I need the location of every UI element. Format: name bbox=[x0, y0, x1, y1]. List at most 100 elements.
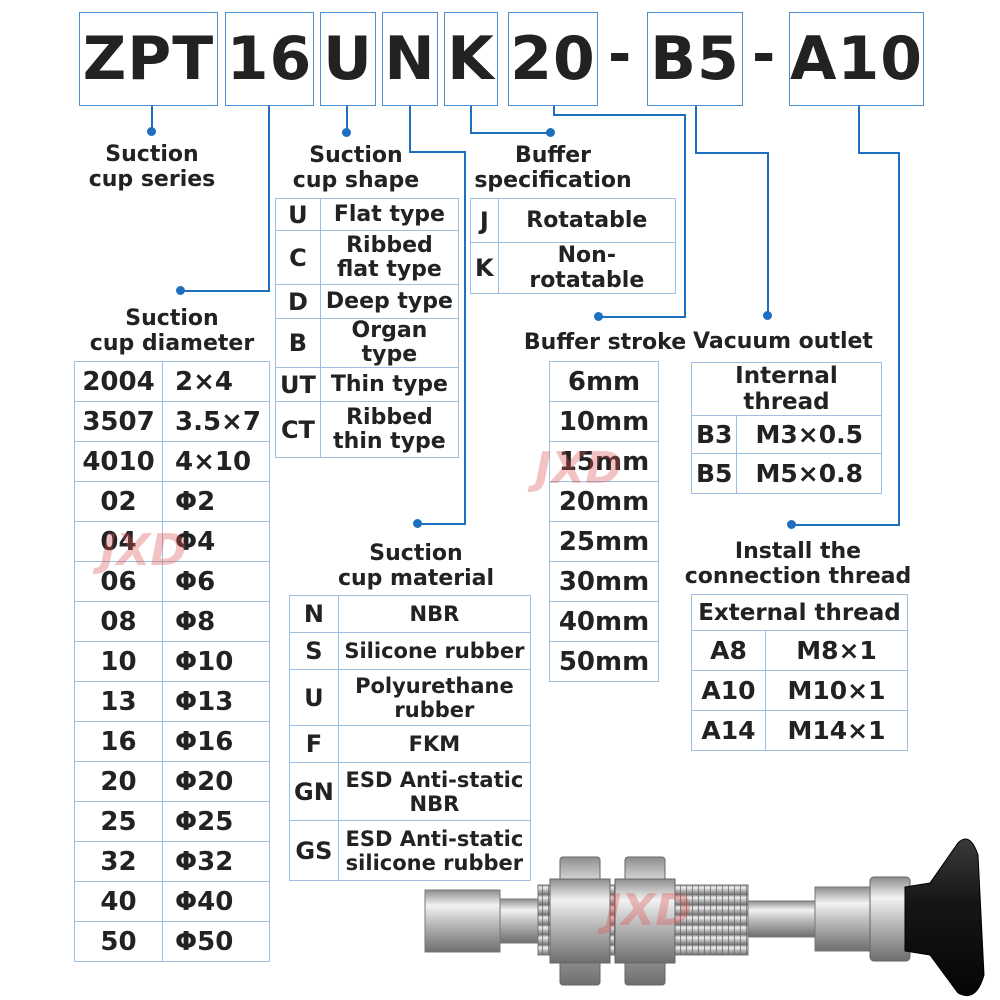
stroke-row: 10mm bbox=[549, 401, 659, 442]
connector-dot-material bbox=[413, 519, 422, 528]
shape-code: UT bbox=[275, 367, 321, 402]
diameter-code: 10 bbox=[74, 641, 163, 682]
connector-dot-shape bbox=[342, 128, 351, 137]
product-illustration bbox=[424, 838, 985, 997]
thread-header-row: External thread bbox=[691, 594, 908, 631]
shape-code: D bbox=[275, 284, 321, 319]
connector-material-h1 bbox=[409, 151, 466, 153]
code-thread: A10 bbox=[789, 12, 924, 106]
material-desc: NBR bbox=[337, 595, 532, 633]
connector-material-v1 bbox=[409, 106, 411, 152]
connector-dot-thread bbox=[787, 520, 796, 529]
stroke-value: 20mm bbox=[549, 481, 659, 522]
material-desc: Silicone rubber bbox=[337, 632, 532, 670]
diameter-value: 2×4 bbox=[162, 361, 270, 402]
diameter-value: Φ13 bbox=[162, 681, 270, 722]
connector-dot-outlet bbox=[763, 311, 772, 320]
connector-buffer-spec-h bbox=[470, 132, 552, 134]
stroke-row: 20mm bbox=[549, 481, 659, 522]
watermark-center: JXD bbox=[535, 443, 622, 494]
connector-stroke-v1 bbox=[553, 106, 555, 116]
diameter-code: 25 bbox=[74, 801, 163, 842]
connector-stroke-h2 bbox=[600, 316, 686, 318]
diameter-value: 4×10 bbox=[162, 441, 270, 482]
connector-dot-stroke bbox=[594, 312, 603, 321]
connector-series bbox=[151, 106, 153, 132]
diameter-code: 13 bbox=[74, 681, 163, 722]
diameter-value: Φ20 bbox=[162, 761, 270, 802]
shape-code: U bbox=[275, 198, 321, 231]
code-shape: U bbox=[320, 12, 376, 106]
thread-code: A14 bbox=[691, 710, 766, 751]
code-stroke: 20 bbox=[508, 12, 598, 106]
stroke-value: 30mm bbox=[549, 561, 659, 602]
connector-outlet-v1 bbox=[695, 106, 697, 154]
stroke-row: 50mm bbox=[549, 641, 659, 682]
connector-shape bbox=[346, 106, 348, 134]
stroke-row: 15mm bbox=[549, 441, 659, 482]
diameter-code: 04 bbox=[74, 521, 163, 562]
diameter-value: Φ16 bbox=[162, 721, 270, 762]
watermark-left: JXD bbox=[100, 525, 187, 576]
diameter-code: 50 bbox=[74, 921, 163, 962]
material-code: N bbox=[289, 595, 339, 633]
connector-stroke-v2 bbox=[684, 114, 686, 318]
outlet-value: M5×0.8 bbox=[736, 453, 882, 494]
shape-desc: Thin type bbox=[319, 367, 460, 402]
code-diameter: 16 bbox=[225, 12, 314, 106]
shape-code: B bbox=[275, 318, 321, 368]
thread-value: M8×1 bbox=[765, 630, 908, 671]
shape-code: CT bbox=[275, 401, 321, 458]
shape-desc: Flat type bbox=[319, 198, 460, 231]
material-code: S bbox=[289, 632, 339, 670]
connector-thread-h1 bbox=[858, 152, 900, 154]
buffer-spec-desc: Non-rotatable bbox=[497, 242, 677, 294]
connector-thread-v1 bbox=[858, 106, 860, 154]
diameter-value: Φ32 bbox=[162, 841, 270, 882]
separator-2: - bbox=[752, 22, 776, 87]
connector-material-v2 bbox=[464, 151, 466, 525]
hex-coupling bbox=[814, 886, 871, 952]
material-desc: FKM bbox=[337, 725, 532, 763]
outlet-header-row: Internal thread bbox=[691, 362, 882, 416]
diameter-value: Φ4 bbox=[162, 521, 270, 562]
diameter-code: 40 bbox=[74, 881, 163, 922]
diameter-value: Φ25 bbox=[162, 801, 270, 842]
material-code: U bbox=[289, 669, 339, 726]
stroke-value: 25mm bbox=[549, 521, 659, 562]
diameter-value: 3.5×7 bbox=[162, 401, 270, 442]
code-outlet: B5 bbox=[647, 12, 743, 106]
diameter-code: 20 bbox=[74, 761, 163, 802]
stroke-value: 40mm bbox=[549, 601, 659, 642]
outlet-header: Internal thread bbox=[691, 362, 882, 416]
material-code: GN bbox=[289, 762, 339, 821]
